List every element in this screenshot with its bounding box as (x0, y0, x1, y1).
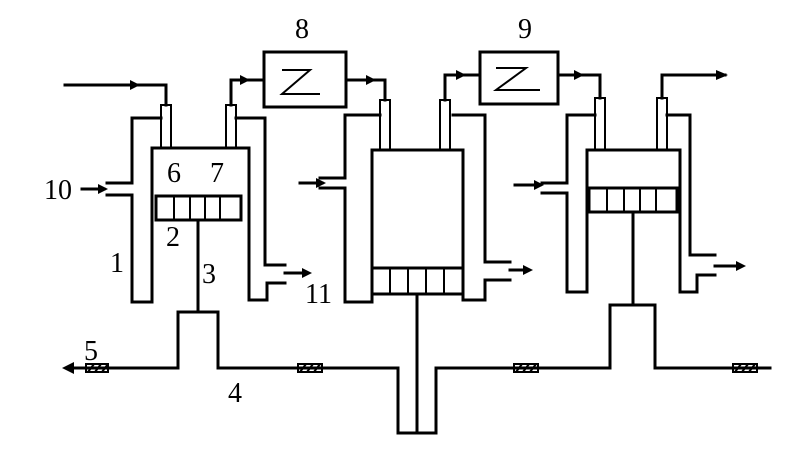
discharge-arrow-icon (716, 70, 728, 80)
bearing-icon (85, 363, 109, 373)
crankshaft (62, 303, 772, 435)
coolant-out-arrow-icon (736, 261, 746, 271)
stage-2-cylinder (318, 99, 512, 435)
stage-3-cylinder (540, 97, 717, 307)
bearing-icon (513, 363, 539, 373)
label-outlet-valve: 7 (210, 158, 224, 189)
stage-1-outlet-valve (225, 104, 237, 149)
label-coolant-outlet: 11 (305, 279, 332, 310)
shaft-output-arrow-icon (62, 362, 74, 374)
coolant-in-arrow-icon (316, 178, 326, 188)
label-intercooler-1: 8 (295, 14, 309, 45)
inlet-arrow-icon (130, 80, 140, 90)
label-coolant-inlet: 10 (44, 175, 72, 206)
label-intercooler-2: 9 (518, 14, 532, 45)
stage-3-inlet-valve (594, 97, 606, 151)
stage-3-piston (587, 186, 679, 214)
stage-1-piston (154, 194, 243, 222)
label-cylinder-wall: 1 (110, 248, 124, 279)
gas-piping (63, 73, 727, 107)
label-crankshaft: 4 (228, 378, 242, 409)
coolant-in-arrow-icon (534, 180, 544, 190)
label-shaft-end: 5 (84, 336, 98, 367)
flow-arrow-icon (456, 70, 466, 80)
stage-2-outlet-valve (439, 99, 451, 151)
stage-3-outlet-valve (656, 97, 668, 151)
bearing-icon (297, 363, 323, 373)
flow-arrow-icon (240, 75, 250, 85)
stage-1-cylinder (105, 104, 287, 314)
label-piston-rod: 3 (202, 259, 216, 290)
intercooler-1 (262, 50, 348, 109)
flow-arrows (80, 70, 746, 278)
bearing-icon (732, 363, 758, 373)
stage-2-inlet-valve (379, 99, 391, 151)
flow-arrow-icon (574, 70, 584, 80)
stage-2-piston (370, 266, 465, 296)
coolant-in-arrow-icon (98, 184, 108, 194)
label-piston: 2 (166, 222, 180, 253)
label-inlet-valve: 6 (167, 158, 181, 189)
coolant-out-arrow-icon (523, 265, 533, 275)
flow-arrow-icon (366, 75, 376, 85)
part-labels: 1 2 3 4 5 6 7 8 9 10 11 (44, 14, 532, 409)
coolant-out-arrow-icon (302, 268, 312, 278)
stage-1-inlet-valve (160, 104, 172, 149)
intercooler-2 (478, 50, 560, 106)
